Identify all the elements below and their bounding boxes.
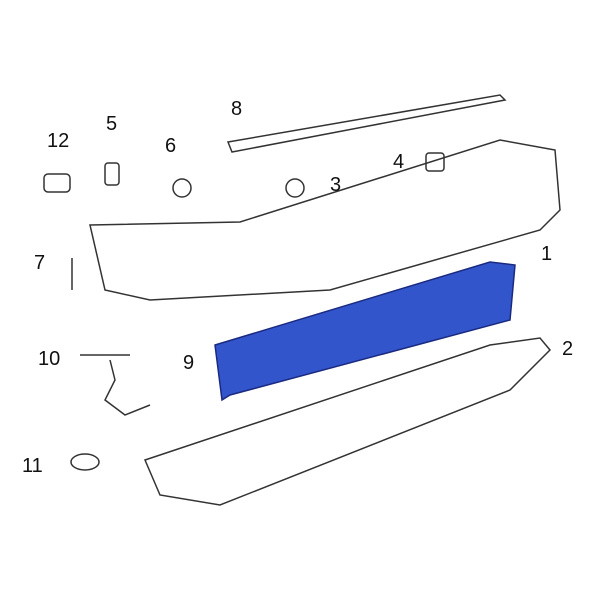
clip-12: [43, 173, 71, 193]
callout-3: 3: [330, 174, 342, 196]
nut-4: [425, 152, 445, 172]
callout-11: 11: [22, 455, 43, 477]
callout-5: 5: [106, 113, 118, 135]
push-pin-3: [285, 178, 305, 198]
callout-1: 1: [541, 243, 553, 265]
push-pin-5: [104, 162, 120, 186]
lower-valance: [143, 337, 552, 506]
fastener-11: [70, 453, 100, 471]
reinforcement-strip: [226, 94, 507, 153]
callout-9: 9: [183, 352, 195, 374]
callout-7: 7: [34, 252, 46, 274]
callout-4: 4: [393, 151, 405, 173]
callout-6: 6: [165, 135, 177, 157]
callout-8: 8: [231, 98, 243, 120]
callout-12: 12: [47, 130, 70, 152]
energy-absorber: [214, 261, 516, 402]
bumper-cover: [89, 139, 561, 301]
push-pin-6: [172, 178, 192, 198]
callout-2: 2: [562, 338, 574, 360]
wiring-harness: [80, 354, 151, 416]
callout-10: 10: [38, 348, 61, 370]
